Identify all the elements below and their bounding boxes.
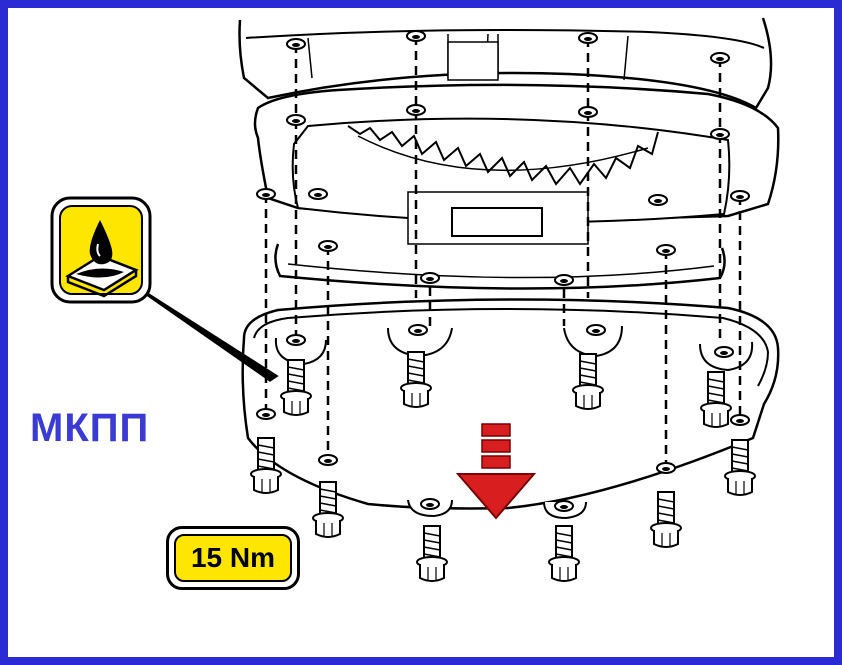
torque-badge-inner: 15 Nm: [174, 534, 292, 582]
sealant-drop-icon: [50, 196, 152, 304]
exploded-view-drawing: [50, 17, 780, 582]
bolt: [650, 491, 682, 548]
transmission-housing: [238, 17, 773, 110]
down-arrow-icon: [455, 423, 537, 520]
torque-badge: 15 Nm: [166, 526, 300, 590]
upper-flange: [253, 83, 780, 245]
transmission-label: МКПП: [30, 406, 150, 450]
intermediate-plate: [274, 243, 726, 290]
bolt: [416, 525, 448, 582]
bolt: [548, 525, 580, 582]
torque-value: 15 Nm: [190, 542, 276, 573]
sealant-callout: [137, 286, 279, 382]
